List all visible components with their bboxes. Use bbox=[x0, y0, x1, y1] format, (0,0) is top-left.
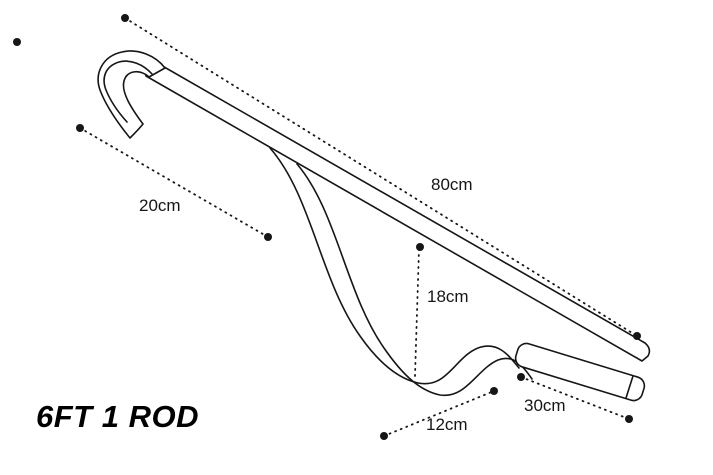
rod-outline bbox=[97, 50, 651, 402]
dimension-line-20cm bbox=[79, 127, 269, 238]
rod-wave-front-line bbox=[269, 147, 520, 385]
dimension-lines bbox=[79, 17, 638, 437]
dimension-label-end-section: 30cm bbox=[524, 396, 566, 415]
measurement-dots bbox=[13, 14, 641, 440]
measurement-dot bbox=[13, 38, 21, 46]
dimension-label-overall-length: 80cm bbox=[431, 175, 473, 194]
measurement-dot bbox=[121, 14, 129, 22]
measurement-dot bbox=[517, 373, 525, 381]
dimension-line-12cm bbox=[383, 390, 495, 437]
measurement-dot bbox=[416, 243, 424, 251]
measurement-dot bbox=[633, 332, 641, 340]
rod-foot bbox=[514, 342, 646, 402]
rod-wave-back-line bbox=[296, 163, 533, 397]
dimension-line-80cm bbox=[124, 17, 638, 337]
rod-curl-inner-line bbox=[103, 60, 153, 123]
measurement-dot bbox=[76, 124, 84, 132]
dimension-label-drop-height: 18cm bbox=[427, 287, 469, 306]
dimension-line-18cm bbox=[414, 248, 420, 377]
rod-curl bbox=[97, 50, 166, 139]
measurement-dot bbox=[625, 415, 633, 423]
rod-foot-fold-line bbox=[625, 375, 634, 399]
measurement-dot bbox=[380, 432, 388, 440]
dimension-line-30cm bbox=[520, 376, 630, 420]
dimension-label-trough-section: 12cm bbox=[426, 415, 468, 434]
dimension-label-upper-section: 20cm bbox=[139, 196, 181, 215]
measurement-dot bbox=[490, 387, 498, 395]
diagram-title: 6FT 1 ROD bbox=[36, 399, 199, 434]
measurement-dot bbox=[264, 233, 272, 241]
